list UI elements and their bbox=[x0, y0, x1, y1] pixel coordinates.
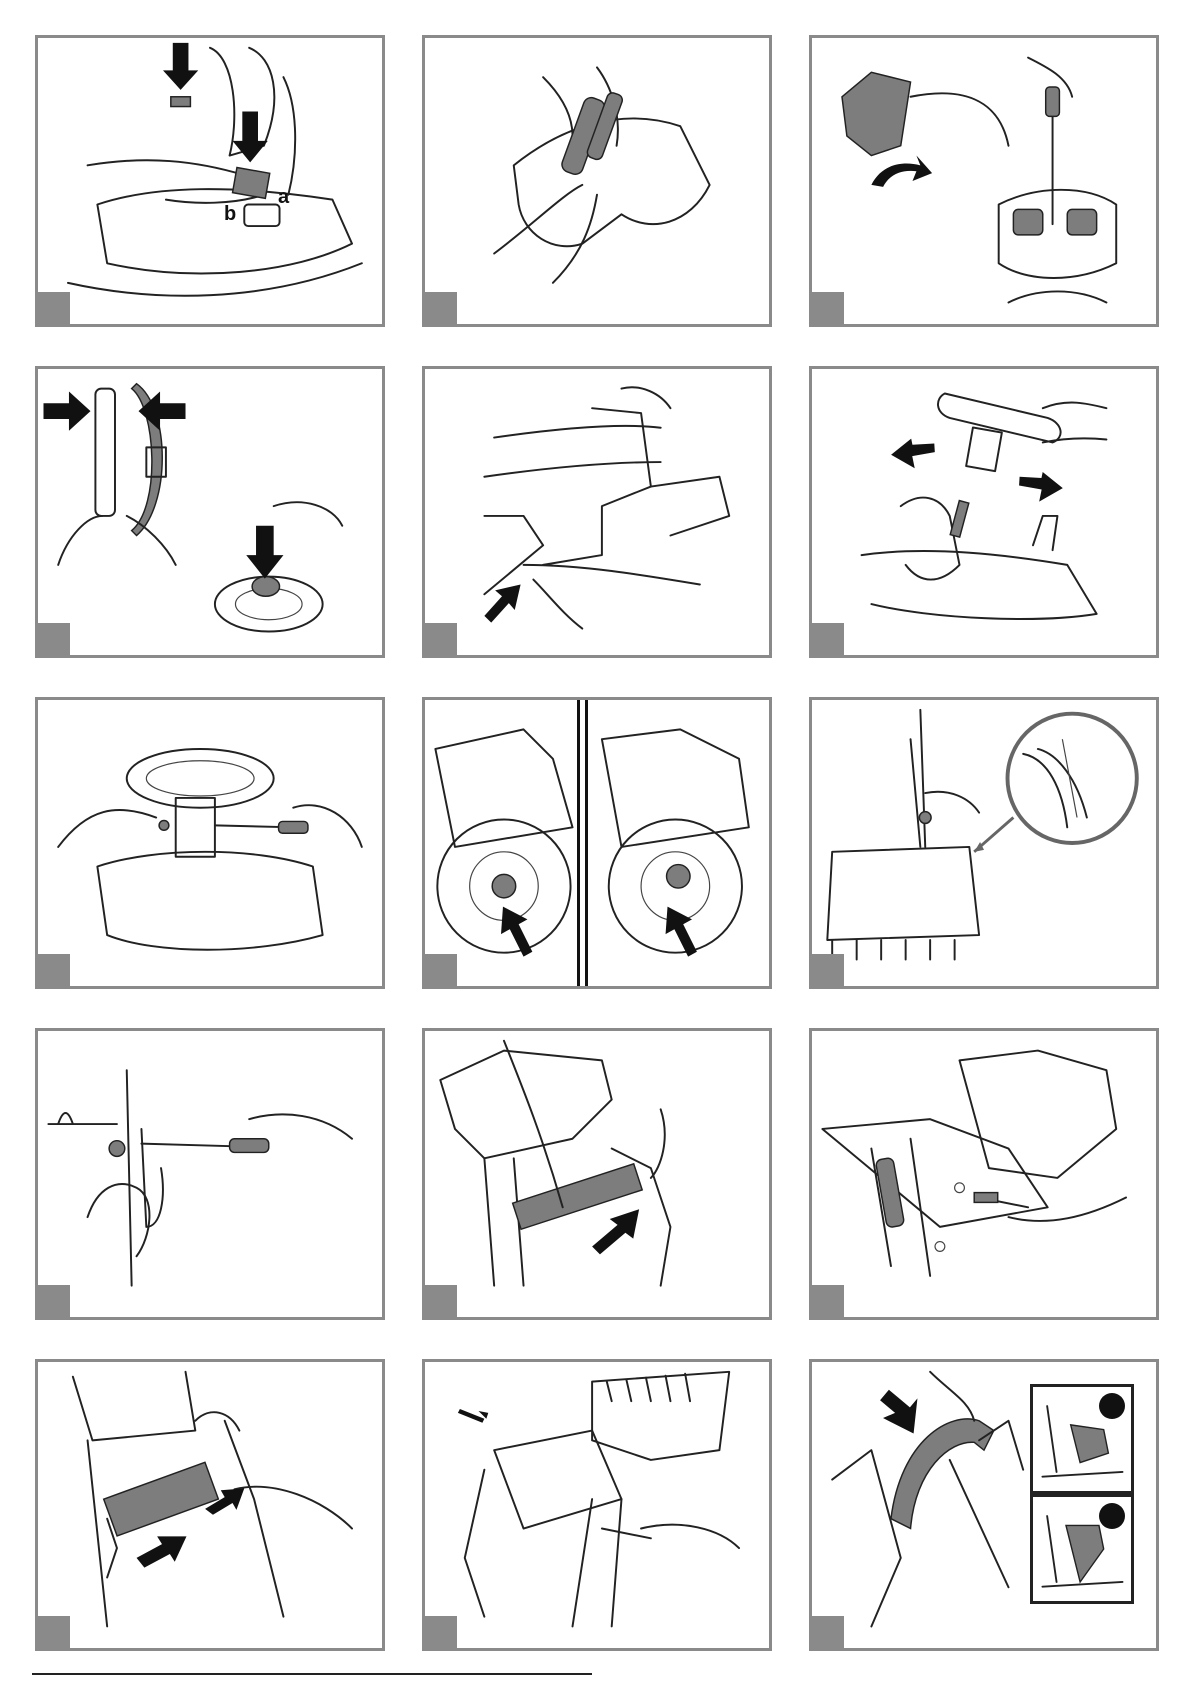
panel-divider-right bbox=[585, 700, 588, 986]
steering-wheel-screw-illustration bbox=[38, 700, 382, 986]
connector-hands-illustration bbox=[425, 38, 769, 324]
dashboard-screw-illustration bbox=[812, 38, 1156, 324]
step-panel-10 bbox=[35, 1028, 385, 1320]
step-panel-2 bbox=[422, 35, 772, 327]
seat-battery-illustration bbox=[38, 38, 382, 324]
step-tab-8 bbox=[425, 954, 457, 986]
instruction-grid: a b bbox=[35, 35, 1160, 1653]
step-panel-3 bbox=[809, 35, 1159, 327]
step-tab-10 bbox=[38, 1285, 70, 1317]
panel-divider-left bbox=[577, 700, 580, 986]
step-tab-9 bbox=[812, 954, 844, 986]
step-panel-13 bbox=[35, 1359, 385, 1651]
label-b: b bbox=[224, 203, 236, 226]
step-tab-15 bbox=[812, 1616, 844, 1648]
step-tab-2 bbox=[425, 292, 457, 324]
detail-inset-bottom bbox=[1030, 1494, 1134, 1604]
step-panel-6 bbox=[809, 366, 1159, 658]
step-tab-3 bbox=[812, 292, 844, 324]
detail-inset-top bbox=[1030, 1384, 1134, 1494]
steering-column-illustration bbox=[812, 369, 1156, 655]
bucket-bar-insert-illustration bbox=[425, 1031, 769, 1317]
step-tab-13 bbox=[38, 1616, 70, 1648]
step-panel-14 bbox=[422, 1359, 772, 1651]
step-panel-8 bbox=[422, 697, 772, 989]
step-tab-7 bbox=[38, 954, 70, 986]
detail-marker-bottom bbox=[1099, 1503, 1125, 1529]
wheel-cap-illustration bbox=[425, 700, 769, 986]
step-panel-9 bbox=[809, 697, 1159, 989]
footer-rule bbox=[32, 1673, 592, 1675]
step-tab-6 bbox=[812, 623, 844, 655]
bucket-frame-illustration bbox=[812, 1031, 1156, 1317]
arm-bar-insert-illustration bbox=[38, 1362, 382, 1648]
step-panel-1: a b bbox=[35, 35, 385, 327]
step-panel-7 bbox=[35, 697, 385, 989]
arm-screw-illustration bbox=[38, 1031, 382, 1317]
step-tab-14 bbox=[425, 1616, 457, 1648]
step-tab-4 bbox=[38, 623, 70, 655]
step-tab-5 bbox=[425, 623, 457, 655]
arm-frame-illustration bbox=[425, 1362, 769, 1648]
step-tab-1 bbox=[38, 292, 70, 324]
steering-wheel-cover-illustration bbox=[38, 369, 382, 655]
step-panel-4 bbox=[35, 366, 385, 658]
label-a: a bbox=[278, 186, 289, 209]
bucket-pin-illustration bbox=[812, 700, 1156, 986]
step-panel-5 bbox=[422, 366, 772, 658]
detail-marker-top bbox=[1099, 1393, 1125, 1419]
step-panel-12 bbox=[809, 1028, 1159, 1320]
step-tab-12 bbox=[812, 1285, 844, 1317]
step-tab-11 bbox=[425, 1285, 457, 1317]
body-clip-illustration bbox=[425, 369, 769, 655]
step-panel-15 bbox=[809, 1359, 1159, 1651]
step-panel-11 bbox=[422, 1028, 772, 1320]
